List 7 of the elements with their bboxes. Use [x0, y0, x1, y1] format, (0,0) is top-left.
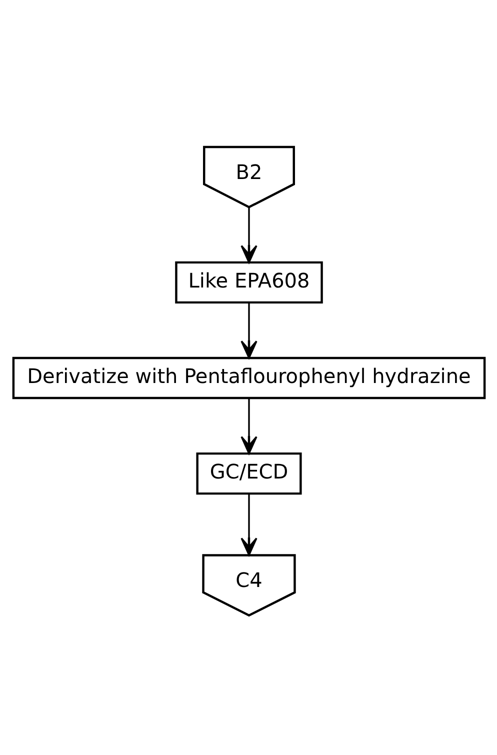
- node-box: GC/ECD: [196, 452, 302, 494]
- arrow: [240, 302, 257, 358]
- node-box: Derivatize with Pentaflourophenyl hydrazine: [12, 356, 486, 399]
- arrow: [240, 493, 257, 556]
- node-box: Like EPA608: [174, 260, 322, 304]
- arrow: [240, 206, 257, 263]
- arrow: [240, 398, 257, 454]
